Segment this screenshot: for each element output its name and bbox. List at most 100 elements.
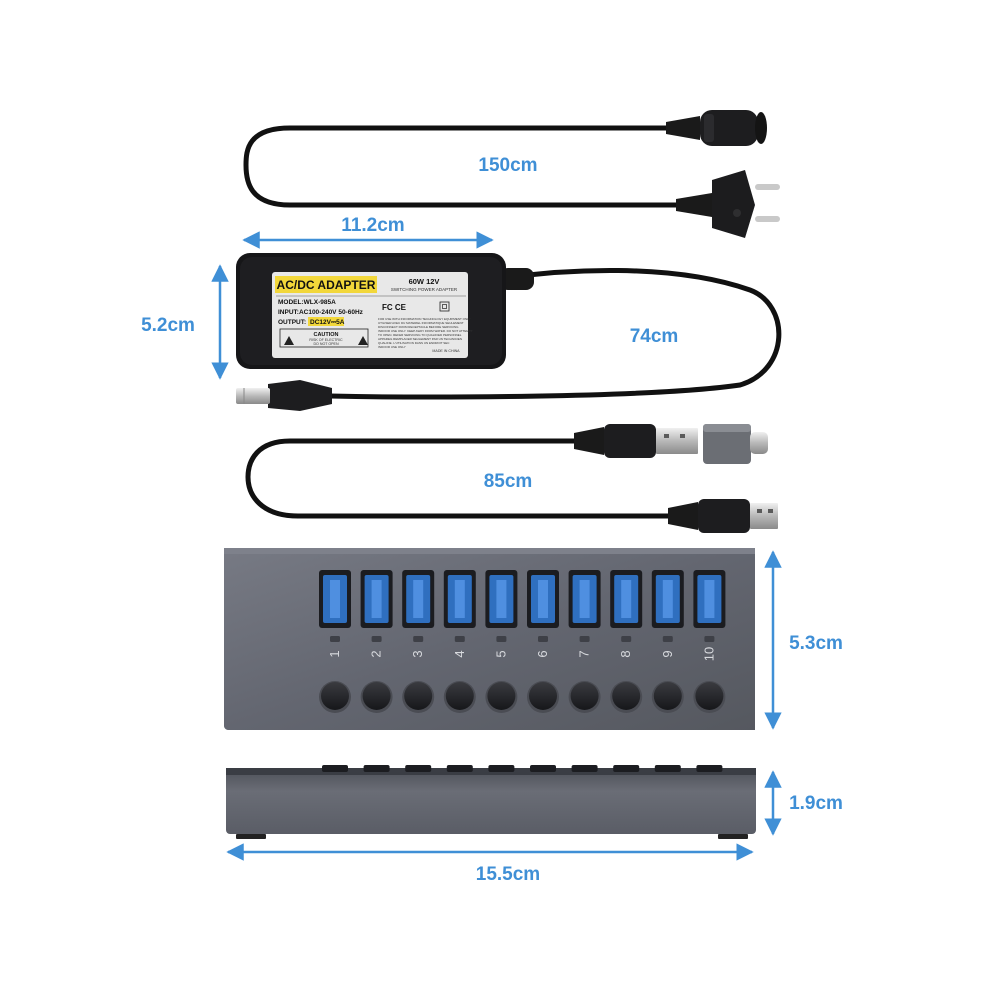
port-number-2: 2 bbox=[369, 650, 384, 657]
port-led-9 bbox=[662, 636, 673, 642]
port-number-8: 8 bbox=[618, 650, 633, 657]
plug-cable-length-label: 150cm bbox=[478, 155, 537, 176]
adapter-width-label: 11.2cm bbox=[341, 215, 404, 236]
double-insulation-icon bbox=[439, 301, 450, 312]
side-button-bump-8 bbox=[613, 765, 640, 772]
port-power-button-5 bbox=[487, 682, 516, 710]
usb-port-1: 1 bbox=[319, 570, 351, 713]
port-number-4: 4 bbox=[452, 650, 467, 657]
side-button-bump-3 bbox=[405, 765, 432, 772]
usb-ports: 1 2 3 4 5 6 7 8 9 10 bbox=[319, 570, 726, 713]
port-power-button-4 bbox=[445, 682, 474, 710]
power-adapter: AC/DC ADAPTER 60W 12V SWITCHING POWER AD… bbox=[236, 253, 506, 369]
power-cord bbox=[243, 110, 780, 238]
dc-cable bbox=[327, 268, 782, 400]
svg-text:INDOOR USE ONLY. KEEP AWAY FRO: INDOOR USE ONLY. KEEP AWAY FROM WATER. D… bbox=[378, 329, 473, 333]
usb-hub-side bbox=[226, 765, 756, 839]
port-led-1 bbox=[330, 636, 340, 642]
adapter-title: AC/DC ADAPTER bbox=[277, 278, 376, 292]
adapter-output-highlight bbox=[308, 317, 344, 326]
port-power-button-2 bbox=[362, 682, 391, 710]
port-power-button-8 bbox=[612, 682, 641, 710]
port-led-4 bbox=[454, 636, 465, 642]
adapter-input: INPUT:AC100-240V 50-60Hz bbox=[278, 309, 364, 316]
caution-box bbox=[279, 328, 369, 348]
port-led-6 bbox=[538, 636, 548, 642]
usb-port-3: 3 bbox=[402, 570, 435, 713]
side-button-bumps bbox=[322, 765, 723, 772]
port-number-1: 1 bbox=[327, 650, 342, 657]
side-button-bump-9 bbox=[654, 765, 681, 772]
usb-cable bbox=[245, 438, 675, 519]
usb-cable-length-label: 85cm bbox=[484, 471, 533, 492]
usb-a-plug-top bbox=[574, 424, 698, 458]
adapter-power: 60W 12V bbox=[409, 277, 440, 286]
usb-port-10: 10 bbox=[693, 570, 726, 713]
usb-hub-front: 1 2 3 4 5 6 7 8 9 10 bbox=[224, 548, 755, 730]
adapter-fine-print: FOR USE WITH INFORMATION TECHNOLOGY EQUI… bbox=[378, 317, 473, 349]
port-power-button-10 bbox=[695, 682, 724, 710]
adapter-model: MODEL:WLX-985A bbox=[278, 299, 336, 306]
port-number-5: 5 bbox=[493, 650, 508, 657]
side-button-bump-4 bbox=[446, 765, 473, 772]
port-power-button-1 bbox=[321, 682, 349, 710]
side-button-bump-7 bbox=[571, 765, 598, 772]
adapter-strain-relief bbox=[500, 268, 534, 290]
svg-text:QUALIFIE. L'UTILISATION DANS U: QUALIFIE. L'UTILISATION DANS UN ENDROIT … bbox=[378, 341, 450, 345]
warning-triangle-icon bbox=[284, 336, 294, 345]
side-button-bump-10 bbox=[696, 765, 723, 772]
dc-barrel-plug bbox=[236, 380, 332, 411]
usb-port-6: 6 bbox=[527, 570, 559, 713]
adapter-label-yellow-band bbox=[275, 276, 377, 293]
usb-port-9: 9 bbox=[651, 570, 684, 713]
svg-text:FOR USE WITH INFORMATION TECHN: FOR USE WITH INFORMATION TECHNOLOGY EQUI… bbox=[378, 317, 471, 321]
port-led-5 bbox=[496, 636, 507, 642]
warning-triangle-icon-2 bbox=[358, 336, 368, 345]
usb-port-5: 5 bbox=[485, 570, 518, 713]
caution-label: CAUTION bbox=[313, 332, 338, 338]
cert-marks: FC CE bbox=[382, 303, 407, 312]
usb-c-adapter bbox=[703, 424, 768, 464]
hub-foot-left bbox=[236, 834, 266, 839]
adapter-height-label: 5.2cm bbox=[141, 315, 195, 336]
caution-sub1: RISK OF ELECTRIC bbox=[309, 338, 343, 342]
port-led-3 bbox=[413, 636, 424, 642]
side-button-bump-2 bbox=[363, 765, 390, 772]
usb-port-4: 4 bbox=[443, 570, 476, 713]
port-number-9: 9 bbox=[660, 650, 675, 657]
adapter-subtitle: SWITCHING POWER ADAPTER bbox=[391, 287, 458, 292]
svg-text:APPAREIL REMPLACER SEULEMENT P: APPAREIL REMPLACER SEULEMENT PAR UN TECH… bbox=[378, 337, 462, 341]
svg-text:TO OPEN. REFER SERVICING TO QU: TO OPEN. REFER SERVICING TO QUALIFIED PE… bbox=[378, 333, 462, 337]
side-button-bump-6 bbox=[530, 765, 556, 772]
caution-sub2: DO NOT OPEN bbox=[313, 342, 338, 346]
svg-text:UTILISER AVEC DU MATERIEL INFO: UTILISER AVEC DU MATERIEL INFORMATIQUE S… bbox=[378, 321, 464, 325]
usb-port-2: 2 bbox=[360, 570, 393, 713]
hub-foot-right bbox=[718, 834, 748, 839]
port-power-button-9 bbox=[653, 682, 682, 710]
svg-text:INDOOR USE ONLY: INDOOR USE ONLY bbox=[378, 345, 406, 349]
adapter-label-panel bbox=[272, 272, 468, 358]
port-led-10 bbox=[704, 636, 715, 642]
port-number-6: 6 bbox=[535, 650, 550, 657]
side-button-bump-1 bbox=[322, 765, 348, 772]
hub-length-label: 15.5cm bbox=[476, 864, 540, 885]
port-led-8 bbox=[621, 636, 632, 642]
adapter-made-in: MADE IN CHINA bbox=[432, 349, 460, 353]
port-power-button-6 bbox=[529, 682, 557, 710]
c7-connector bbox=[666, 110, 767, 146]
port-power-button-3 bbox=[404, 682, 433, 710]
port-number-10: 10 bbox=[701, 647, 716, 661]
adapter-output-value: DC12V⎓5A bbox=[310, 319, 345, 326]
side-button-bump-5 bbox=[488, 765, 515, 772]
adapter-output-prefix: OUTPUT: bbox=[278, 319, 306, 326]
port-number-7: 7 bbox=[577, 650, 592, 657]
eu-plug bbox=[676, 170, 780, 238]
usb-port-7: 7 bbox=[568, 570, 601, 713]
usb-a-plug-bottom bbox=[668, 499, 778, 533]
port-number-3: 3 bbox=[410, 650, 425, 657]
hub-height-label: 1.9cm bbox=[789, 793, 843, 814]
dc-cable-length-label: 74cm bbox=[630, 326, 679, 347]
port-led-7 bbox=[579, 636, 590, 642]
